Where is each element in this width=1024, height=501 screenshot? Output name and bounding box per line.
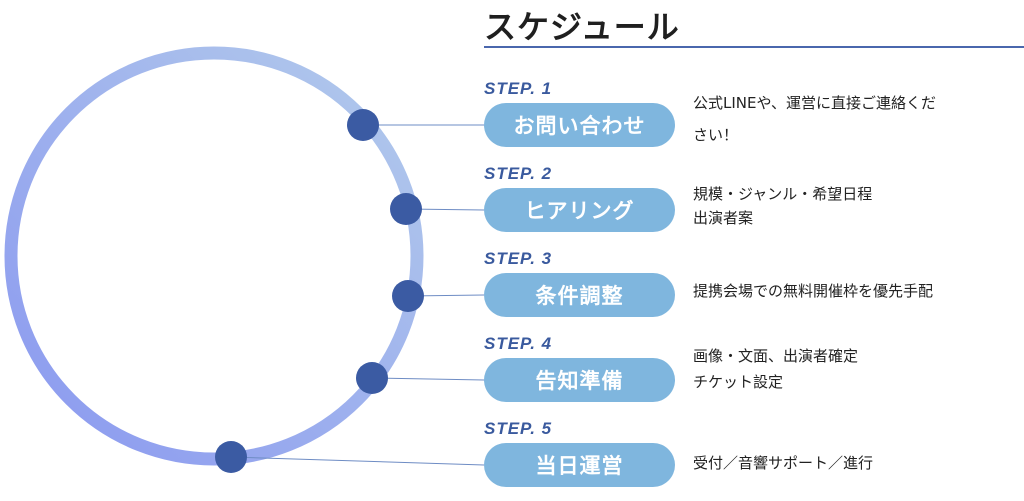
step-5-title-pill: 当日運営 bbox=[484, 443, 675, 487]
step-5-description-line: 受付／音響サポート／進行 bbox=[693, 454, 874, 472]
step-3-title-pill: 条件調整 bbox=[484, 273, 675, 317]
step-4-node bbox=[356, 362, 388, 394]
step-4-title-pill: 告知準備 bbox=[484, 358, 675, 402]
step-1-label: STEP. 1 bbox=[484, 79, 553, 98]
step-1-node bbox=[347, 109, 379, 141]
step-2-description-line: 出演者案 bbox=[693, 209, 754, 227]
step-5-node bbox=[215, 441, 247, 473]
step-1-description-line: 公式LINEや、運営に直接ご連絡くだ bbox=[693, 94, 937, 112]
step-5-label: STEP. 5 bbox=[484, 419, 553, 438]
step-1-title-pill: お問い合わせ bbox=[484, 103, 675, 147]
step-2-title-pill: ヒアリング bbox=[484, 188, 675, 232]
step-5-connector-line bbox=[230, 456, 485, 466]
step-2-label: STEP. 2 bbox=[484, 164, 553, 183]
step-1-description-line: さい！ bbox=[693, 126, 739, 144]
step-3-node bbox=[392, 280, 424, 312]
step-4-connector-line bbox=[371, 377, 485, 381]
step-4-label: STEP. 4 bbox=[484, 334, 553, 353]
step-2-node bbox=[390, 193, 422, 225]
step-4-description-line: チケット設定 bbox=[693, 373, 784, 391]
step-3-label: STEP. 3 bbox=[484, 249, 553, 268]
title-underline bbox=[484, 46, 1024, 48]
step-3-description-line: 提携会場での無料開催枠を優先手配 bbox=[693, 282, 934, 300]
page-title: スケジュール bbox=[484, 8, 680, 46]
timeline-ring bbox=[4, 46, 424, 466]
step-2-description-line: 規模・ジャンル・希望日程 bbox=[693, 185, 873, 203]
step-4-description-line: 画像・文面、出演者確定 bbox=[693, 347, 859, 365]
